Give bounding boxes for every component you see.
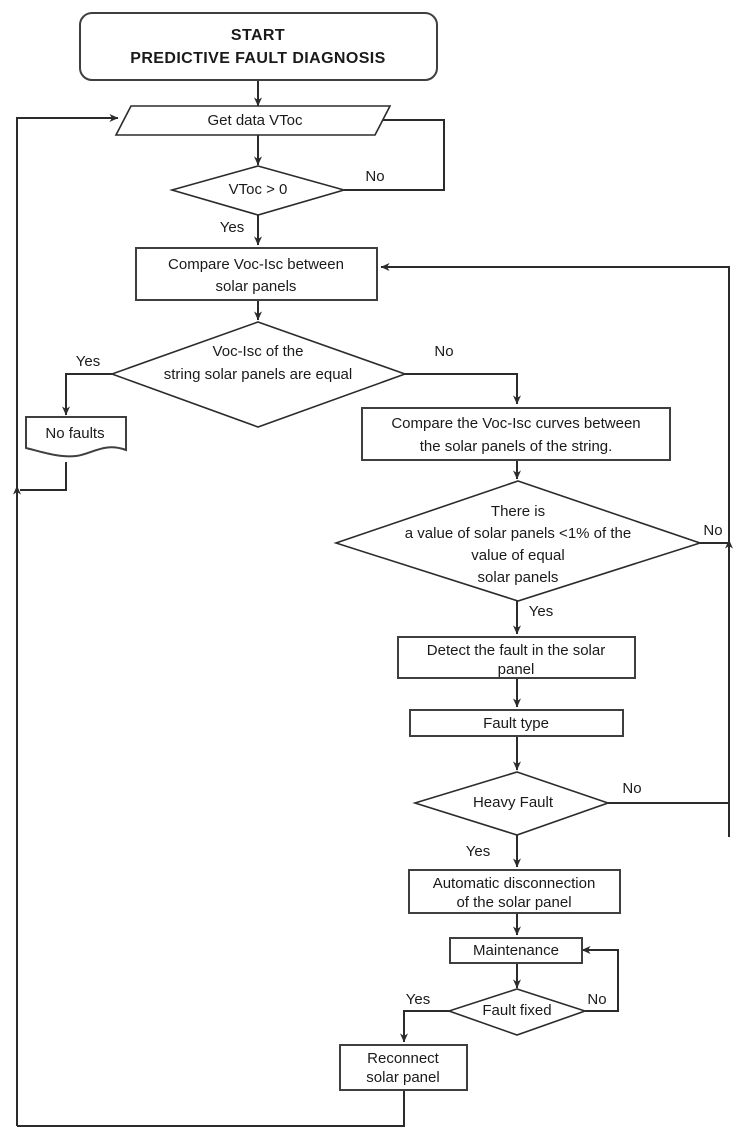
edge-label-value-no: No bbox=[703, 522, 722, 539]
compare-voc-isc-shape bbox=[135, 247, 378, 301]
auto-disconnect-line1: Automatic disconnection bbox=[433, 875, 596, 892]
value-check-line1: There is bbox=[491, 503, 545, 520]
node-maintenance[interactable]: Maintenance bbox=[449, 937, 583, 964]
node-get-data[interactable]: Get data VToc bbox=[114, 105, 392, 136]
compare-voc-isc-line1: Compare Voc-Isc between bbox=[168, 256, 344, 273]
edge-label-fixed-yes: Yes bbox=[406, 991, 430, 1008]
start-label-line1: START bbox=[231, 27, 285, 44]
node-heavy-fault[interactable]: Heavy Fault bbox=[412, 771, 611, 836]
node-compare-voc-isc[interactable]: Compare Voc-Isc between solar panels bbox=[135, 247, 378, 301]
edge-right-return-to-compare bbox=[380, 263, 730, 837]
edge-nofaults-to-return bbox=[20, 462, 67, 491]
edge-equal-no bbox=[405, 373, 521, 405]
get-data-label: Get data VToc bbox=[207, 112, 303, 129]
edge-label-equal-yes: Yes bbox=[76, 353, 100, 370]
equal-check-line2: string solar panels are equal bbox=[164, 366, 352, 383]
edge-label-vtoc-no: No bbox=[365, 168, 384, 185]
edge-label-equal-no: No bbox=[434, 343, 453, 360]
maintenance-label: Maintenance bbox=[473, 942, 559, 959]
auto-disconnect-line2: of the solar panel bbox=[456, 894, 571, 911]
heavy-fault-shape bbox=[412, 771, 611, 836]
reconnect-shape bbox=[339, 1044, 468, 1091]
start-shape bbox=[79, 12, 438, 81]
edge-label-vtoc-yes: Yes bbox=[220, 219, 244, 236]
reconnect-line1: Reconnect bbox=[367, 1050, 440, 1067]
node-equal-check[interactable]: Voc-Isc of the string solar panels are e… bbox=[109, 321, 408, 428]
equal-check-shape bbox=[109, 321, 408, 428]
auto-disconnect-shape bbox=[408, 869, 621, 914]
detect-fault-line2: panel bbox=[498, 661, 535, 678]
fault-fixed-shape bbox=[446, 988, 588, 1036]
no-faults-shape bbox=[25, 416, 127, 458]
edge-left-return-to-getdata bbox=[16, 114, 119, 1126]
edge-label-heavy-no: No bbox=[622, 780, 641, 797]
fault-type-shape bbox=[409, 709, 624, 737]
fault-type-label: Fault type bbox=[483, 715, 549, 732]
value-check-shape bbox=[333, 480, 703, 602]
get-data-shape bbox=[114, 105, 392, 136]
edge-faultfixed-no bbox=[581, 946, 619, 1012]
edge-label-heavy-yes: Yes bbox=[466, 843, 490, 860]
compare-curves-line2: the solar panels of the string. bbox=[420, 438, 613, 455]
node-fault-type[interactable]: Fault type bbox=[409, 709, 624, 737]
no-faults-label: No faults bbox=[45, 425, 104, 442]
detect-fault-shape bbox=[397, 636, 636, 679]
compare-voc-isc-line2: solar panels bbox=[216, 278, 297, 295]
node-start[interactable]: START PREDICTIVE FAULT DIAGNOSIS bbox=[79, 12, 438, 81]
value-check-line3: value of equal bbox=[471, 547, 564, 564]
fault-fixed-label: Fault fixed bbox=[482, 1002, 551, 1019]
compare-curves-shape bbox=[361, 407, 671, 461]
node-value-check[interactable]: There is a value of solar panels <1% of … bbox=[333, 480, 703, 602]
value-check-line2: a value of solar panels <1% of the bbox=[405, 525, 631, 542]
edge-reconnect-to-return bbox=[17, 1090, 405, 1127]
maintenance-shape bbox=[449, 937, 583, 964]
value-check-line4: solar panels bbox=[478, 569, 559, 586]
node-fault-fixed[interactable]: Fault fixed bbox=[446, 988, 588, 1036]
node-vtoc-check[interactable]: VToc > 0 bbox=[169, 165, 347, 216]
heavy-fault-label: Heavy Fault bbox=[473, 794, 554, 811]
node-auto-disconnect[interactable]: Automatic disconnection of the solar pan… bbox=[408, 869, 621, 914]
reconnect-line2: solar panel bbox=[366, 1069, 439, 1086]
edge-faultfixed-yes bbox=[400, 1010, 449, 1043]
edge-heavy-no bbox=[608, 802, 730, 837]
edge-equal-yes bbox=[62, 373, 112, 416]
node-compare-curves[interactable]: Compare the Voc-Isc curves between the s… bbox=[361, 407, 671, 461]
vtoc-check-shape bbox=[169, 165, 347, 216]
edge-label-fixed-no: No bbox=[587, 991, 606, 1008]
start-label-line2: PREDICTIVE FAULT DIAGNOSIS bbox=[130, 50, 385, 67]
node-detect-fault[interactable]: Detect the fault in the solar panel bbox=[397, 636, 636, 679]
node-no-faults[interactable]: No faults bbox=[25, 416, 127, 458]
compare-curves-line1: Compare the Voc-Isc curves between bbox=[391, 415, 640, 432]
node-reconnect[interactable]: Reconnect solar panel bbox=[339, 1044, 468, 1091]
equal-check-line1: Voc-Isc of the bbox=[213, 343, 304, 360]
edge-label-value-yes: Yes bbox=[529, 603, 553, 620]
detect-fault-line1: Detect the fault in the solar bbox=[427, 642, 605, 659]
vtoc-check-label: VToc > 0 bbox=[229, 181, 288, 198]
